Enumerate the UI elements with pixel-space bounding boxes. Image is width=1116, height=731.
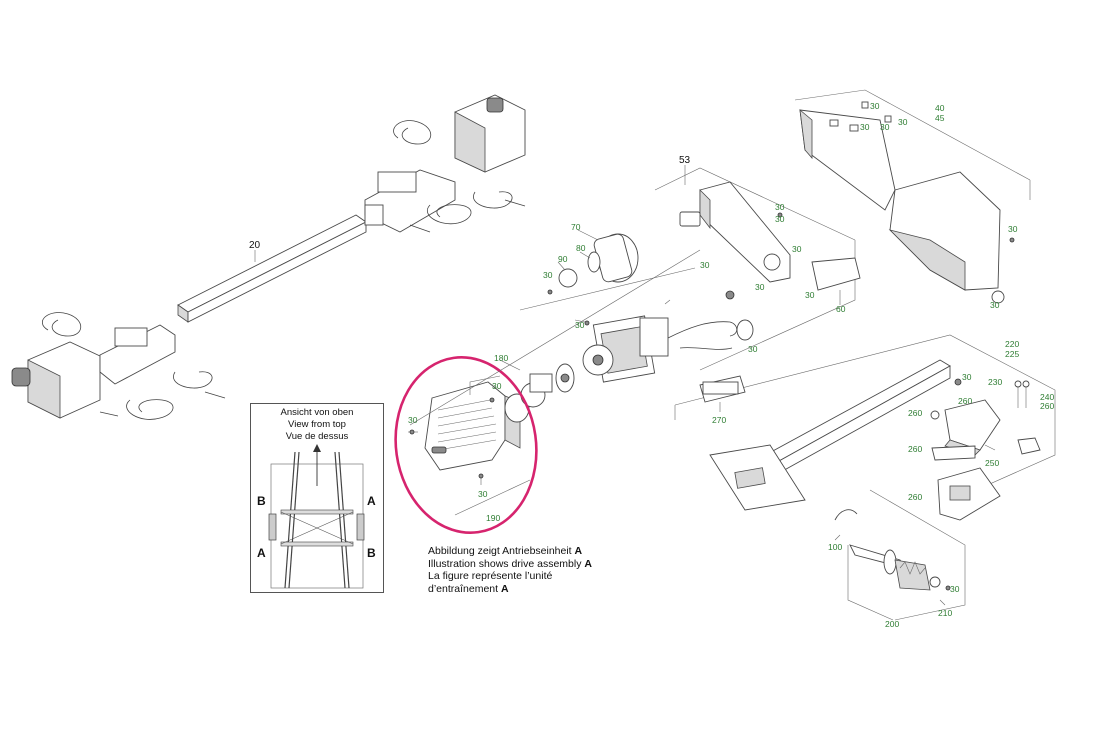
- part-label-30-motor-left: 30: [575, 320, 585, 330]
- part-label-30-tube: 30: [962, 372, 972, 382]
- part-label-30-gear-d: 30: [700, 260, 710, 270]
- part-label-30-cover-e: 30: [1008, 224, 1018, 234]
- part-label-210: 210: [938, 608, 952, 618]
- heatsink-fins: [437, 399, 497, 451]
- inset-title-en: View from top: [288, 419, 346, 430]
- part-label-30-cover-a: 30: [870, 101, 880, 111]
- part-label-225: 225: [1005, 349, 1019, 359]
- part-label-260-bottom: 260: [908, 492, 922, 502]
- part-label-100: 100: [828, 542, 842, 552]
- part-label-30-screw-left: 30: [408, 415, 418, 425]
- inset-title-fr: Vue de dessus: [285, 431, 349, 442]
- part-label-230: 230: [988, 377, 1002, 387]
- inset-title-de: Ansicht von oben: [280, 407, 354, 418]
- part-label-30-screw-bottom: 30: [478, 489, 488, 499]
- part-label-270: 270: [712, 415, 726, 425]
- part-label-30-gear-c: 30: [792, 244, 802, 254]
- part-label-240: 240: [1040, 392, 1054, 402]
- inset-label-a-left: A: [257, 546, 266, 560]
- caption-line-fr-1: La figure représente l’unité: [428, 570, 553, 582]
- part-label-60: 60: [836, 304, 846, 314]
- drive-assembly-highlight: [394, 356, 538, 534]
- part-label-30-cover-d: 30: [898, 117, 908, 127]
- part-label-190: 190: [486, 513, 500, 523]
- caption-line-fr-2: d’entraînement A: [428, 582, 509, 595]
- part-label-220: 220: [1005, 339, 1019, 349]
- part-label-80: 80: [576, 243, 586, 253]
- top-view-inset: Ansicht von oben View from top Vue de de…: [250, 403, 384, 593]
- part-label-53: 53: [679, 155, 691, 166]
- inset-drawing: [268, 444, 365, 589]
- caption-letter-fr: A: [500, 582, 509, 595]
- part-label-260-washer: 260: [958, 396, 972, 406]
- caption-line-en: Illustration shows drive assembly A: [428, 557, 592, 570]
- part-label-260-left: 260: [908, 408, 922, 418]
- top-motor-unit: [364, 94, 526, 233]
- part-label-30-gear-b: 30: [775, 214, 785, 224]
- mounting-hardware: 220 225 230 240 260 260 260 260 250 260: [908, 339, 1054, 521]
- part-label-30-cover-f: 30: [990, 300, 1000, 310]
- bottom-motor-unit: [11, 312, 226, 420]
- part-label-30-roller: 30: [543, 270, 553, 280]
- worm-shaft-assembly: 100 30 210 200: [828, 489, 966, 629]
- gearbox-assembly: 53 60 70 80 90 30 30 30 30 30 30 30: [543, 155, 861, 371]
- part-label-250: 250: [985, 458, 999, 468]
- part-label-45: 45: [935, 113, 945, 123]
- caption-letter-en: A: [584, 557, 592, 570]
- part-label-30-screw-top: 30: [492, 381, 502, 391]
- part-label-180: 180: [494, 353, 508, 363]
- part-label-30-clip: 30: [805, 290, 815, 300]
- part-label-260-top: 260: [1040, 401, 1054, 411]
- cover-assembly: 30 30 30 30 40 45 30 30: [794, 89, 1031, 310]
- part-label-70: 70: [571, 222, 581, 232]
- part-label-260-mid: 260: [908, 444, 922, 454]
- inset-label-a-right: A: [367, 494, 376, 508]
- part-label-40: 40: [935, 103, 945, 113]
- part-label-30-motor-right: 30: [748, 344, 758, 354]
- part-label-30-gear-a: 30: [775, 202, 785, 212]
- part-label-200: 200: [885, 619, 899, 629]
- part-label-30-cover-c: 30: [880, 122, 890, 132]
- motor-exploded: 30 30: [409, 249, 758, 426]
- inset-label-b-right: B: [367, 546, 376, 560]
- inset-label-b-left: B: [257, 494, 266, 508]
- part-label-30-gear-e: 30: [755, 282, 765, 292]
- complete-drive-assembly: 20: [11, 94, 526, 420]
- caption-line-de: Abbildung zeigt Antriebseinheit A: [428, 545, 583, 557]
- part-label-20: 20: [249, 240, 261, 251]
- caption-letter-de: A: [574, 545, 583, 557]
- drive-assembly-caption: Abbildung zeigt Antriebseinheit A Illust…: [428, 545, 592, 595]
- tube-and-bracket: 270 30: [674, 334, 1056, 511]
- part-label-90: 90: [558, 254, 568, 264]
- part-label-30-cover-b: 30: [860, 122, 870, 132]
- part-label-30-shaft: 30: [950, 584, 960, 594]
